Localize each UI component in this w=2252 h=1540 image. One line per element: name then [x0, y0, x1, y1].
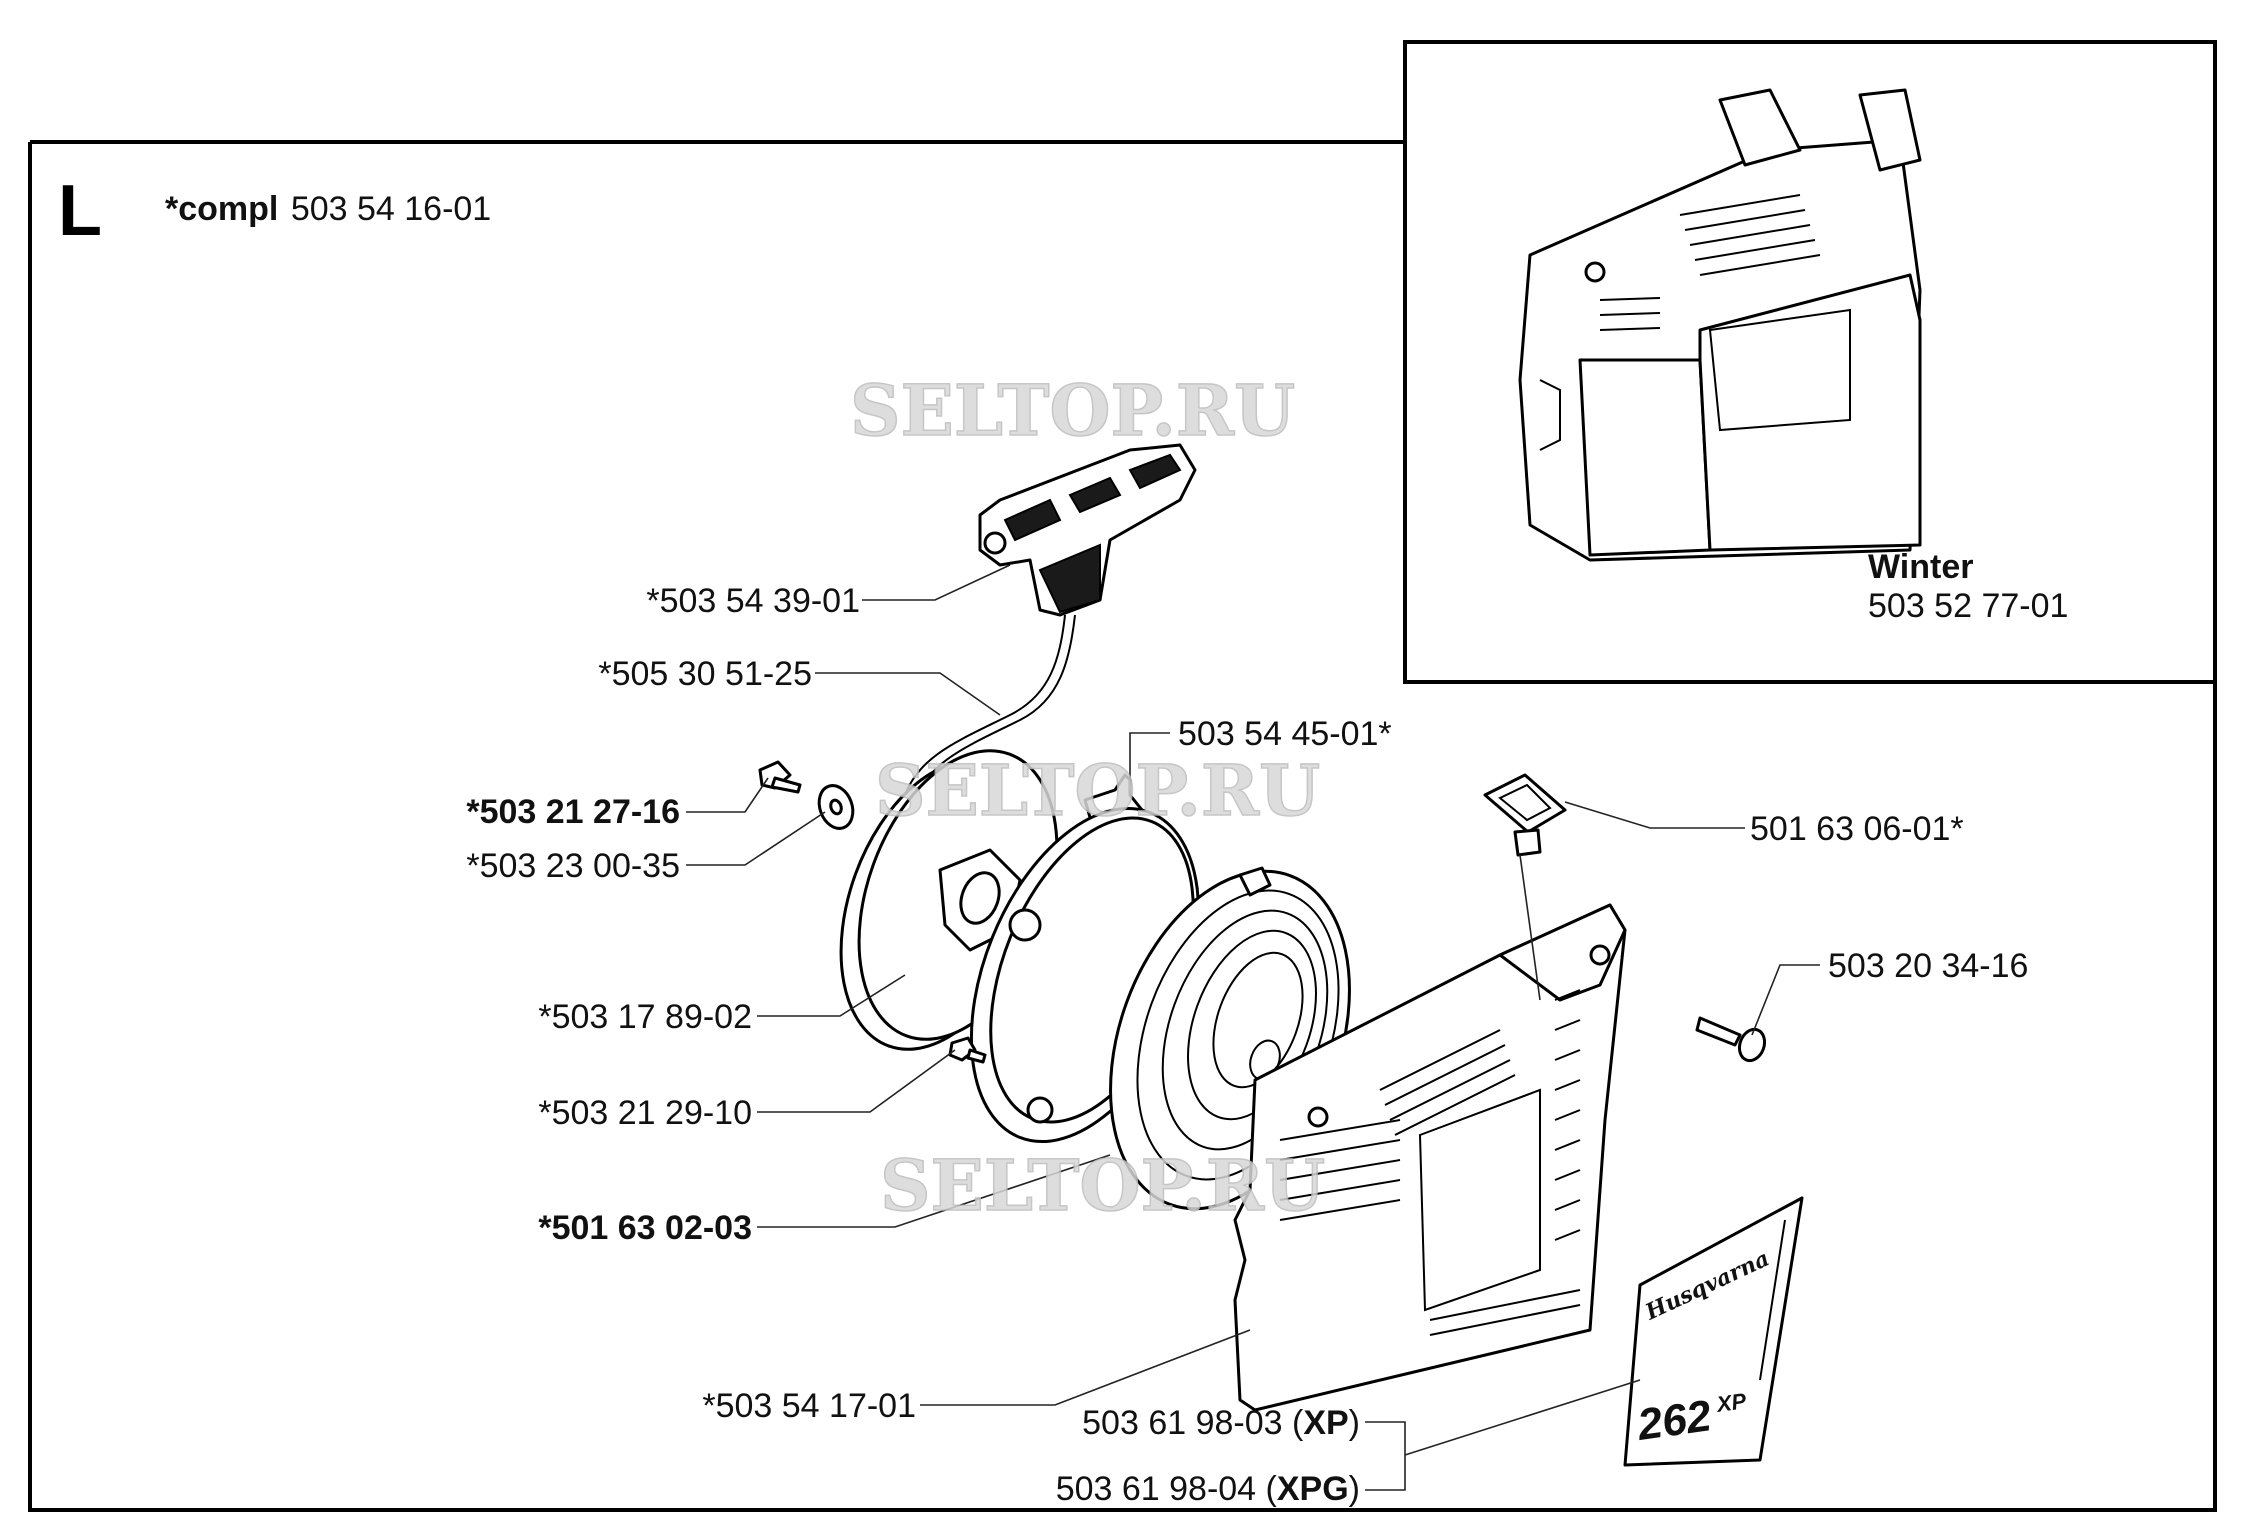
- decal-label-xp: 503 61 98-03 (XP): [1082, 1404, 1360, 1442]
- watermark-2: SELTOP.RU: [875, 749, 1320, 832]
- decal-model-number: 262: [1634, 1391, 1715, 1450]
- section-letter: L: [58, 171, 102, 251]
- cover-screw-drawing: [1695, 1016, 1767, 1063]
- inset-title: Winter: [1868, 548, 1973, 586]
- watermark-1: SELTOP.RU: [850, 369, 1295, 452]
- part-label-cover-screw: 503 20 34-16: [1828, 947, 2028, 985]
- part-label-spring: *501 63 02-03: [538, 1209, 752, 1247]
- decal-drawing: Husqvarna 262 XP: [1623, 1196, 1804, 1467]
- part-label-rope-guide: 501 63 06-01*: [1750, 810, 1964, 848]
- washer-drawing: [817, 784, 855, 830]
- part-label-washer: *503 23 00-35: [466, 847, 680, 885]
- rope-guide-drawing: [1483, 773, 1567, 857]
- inset-frame: [1403, 40, 2217, 684]
- starter-handle-drawing: [978, 443, 1197, 617]
- part-label-screw-small: *503 21 29-10: [538, 1094, 752, 1132]
- part-label-cord: *505 30 51-25: [598, 655, 812, 693]
- part-label-pulley: *503 17 89-02: [538, 998, 752, 1036]
- starter-cover-drawing: [1233, 903, 1627, 1412]
- part-label-cover: *503 54 17-01: [702, 1387, 916, 1425]
- watermark-3: SELTOP.RU: [880, 1144, 1325, 1227]
- part-label-screw-top: *503 21 27-16: [466, 793, 680, 831]
- decal-model-suffix: XP: [1713, 1388, 1748, 1417]
- part-label-spring-cover: 503 54 45-01*: [1178, 715, 1392, 753]
- inset-part-number: 503 52 77-01: [1868, 587, 2068, 625]
- leader-lines: [686, 564, 1820, 1491]
- compl-label: *compl 503 54 16-01: [165, 190, 491, 228]
- decal-label-xpg: 503 61 98-04 (XPG): [1056, 1470, 1360, 1508]
- part-label-handle: *503 54 39-01: [646, 582, 860, 620]
- screw-top-drawing: [758, 760, 802, 794]
- winter-cover-drawing: [1518, 88, 1922, 562]
